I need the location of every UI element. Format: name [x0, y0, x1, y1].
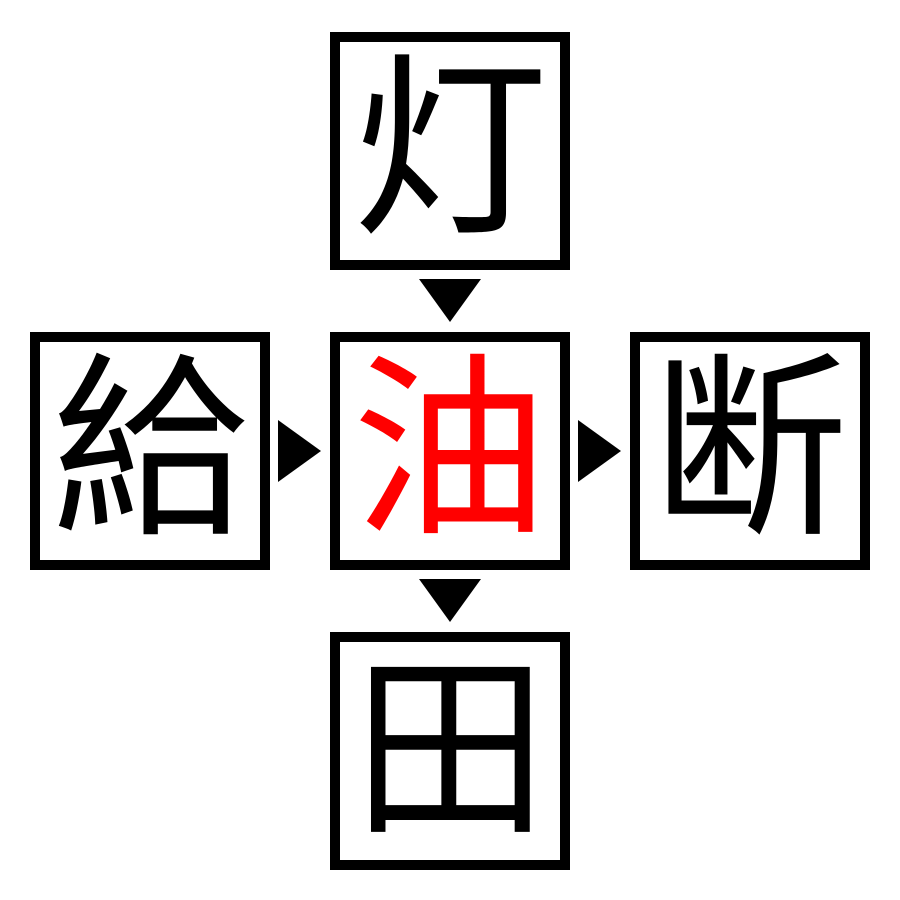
- kanji-cell-center[interactable]: 油: [330, 332, 570, 570]
- arrow-down-center-to-bottom: [419, 579, 481, 622]
- kanji-cell-right[interactable]: 断: [630, 332, 870, 570]
- kanji-character-top: 灯: [351, 37, 548, 265]
- kanji-character-right: 断: [651, 337, 848, 565]
- kanji-character-center: 油: [351, 337, 548, 565]
- kanji-cell-left[interactable]: 給: [30, 332, 270, 570]
- kanji-character-left: 給: [51, 337, 248, 565]
- kanji-cell-top[interactable]: 灯: [330, 32, 570, 270]
- arrow-down-top-to-center: [419, 279, 481, 322]
- arrow-right-center-to-right: [578, 420, 621, 482]
- kanji-cell-bottom[interactable]: 田: [330, 632, 570, 870]
- kanji-character-bottom: 田: [351, 637, 548, 865]
- arrow-right-left-to-center: [278, 420, 321, 482]
